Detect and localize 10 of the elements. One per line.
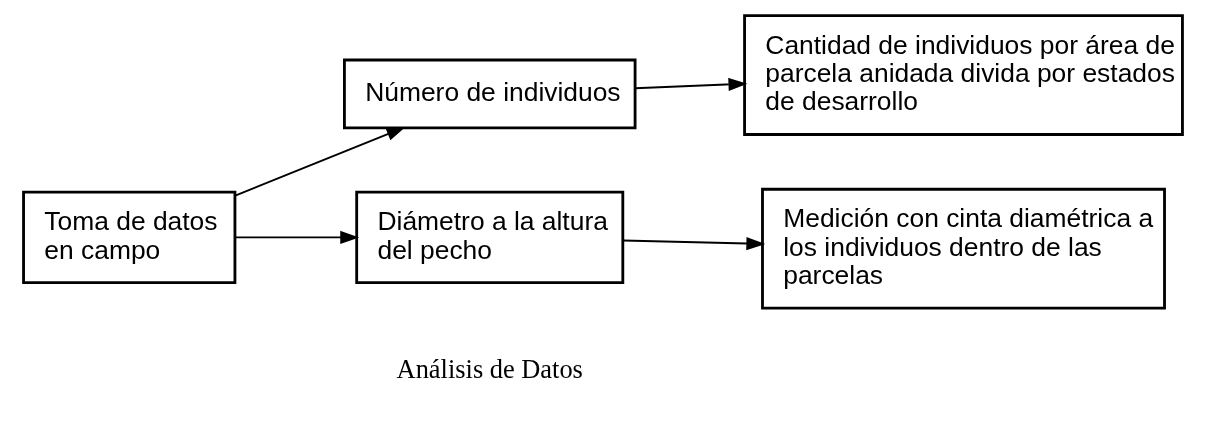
label: Análisis de Datos: [396, 354, 583, 385]
node-box: Número de individuos: [343, 58, 637, 130]
arrow: [234, 127, 406, 197]
node-box: Diámetro a la altura del pecho: [355, 190, 625, 285]
arrow: [622, 236, 766, 251]
arrow: [634, 77, 748, 92]
node-box: Toma de datos en campo: [22, 190, 237, 285]
node-box: Medición con cinta diamétrica a los individuos dentro de las parcelas: [761, 187, 1166, 310]
arrow: [234, 230, 360, 244]
node-box: Cantidad de individuos por área de parcela anidada divida por estados de desarrollo: [743, 14, 1184, 136]
